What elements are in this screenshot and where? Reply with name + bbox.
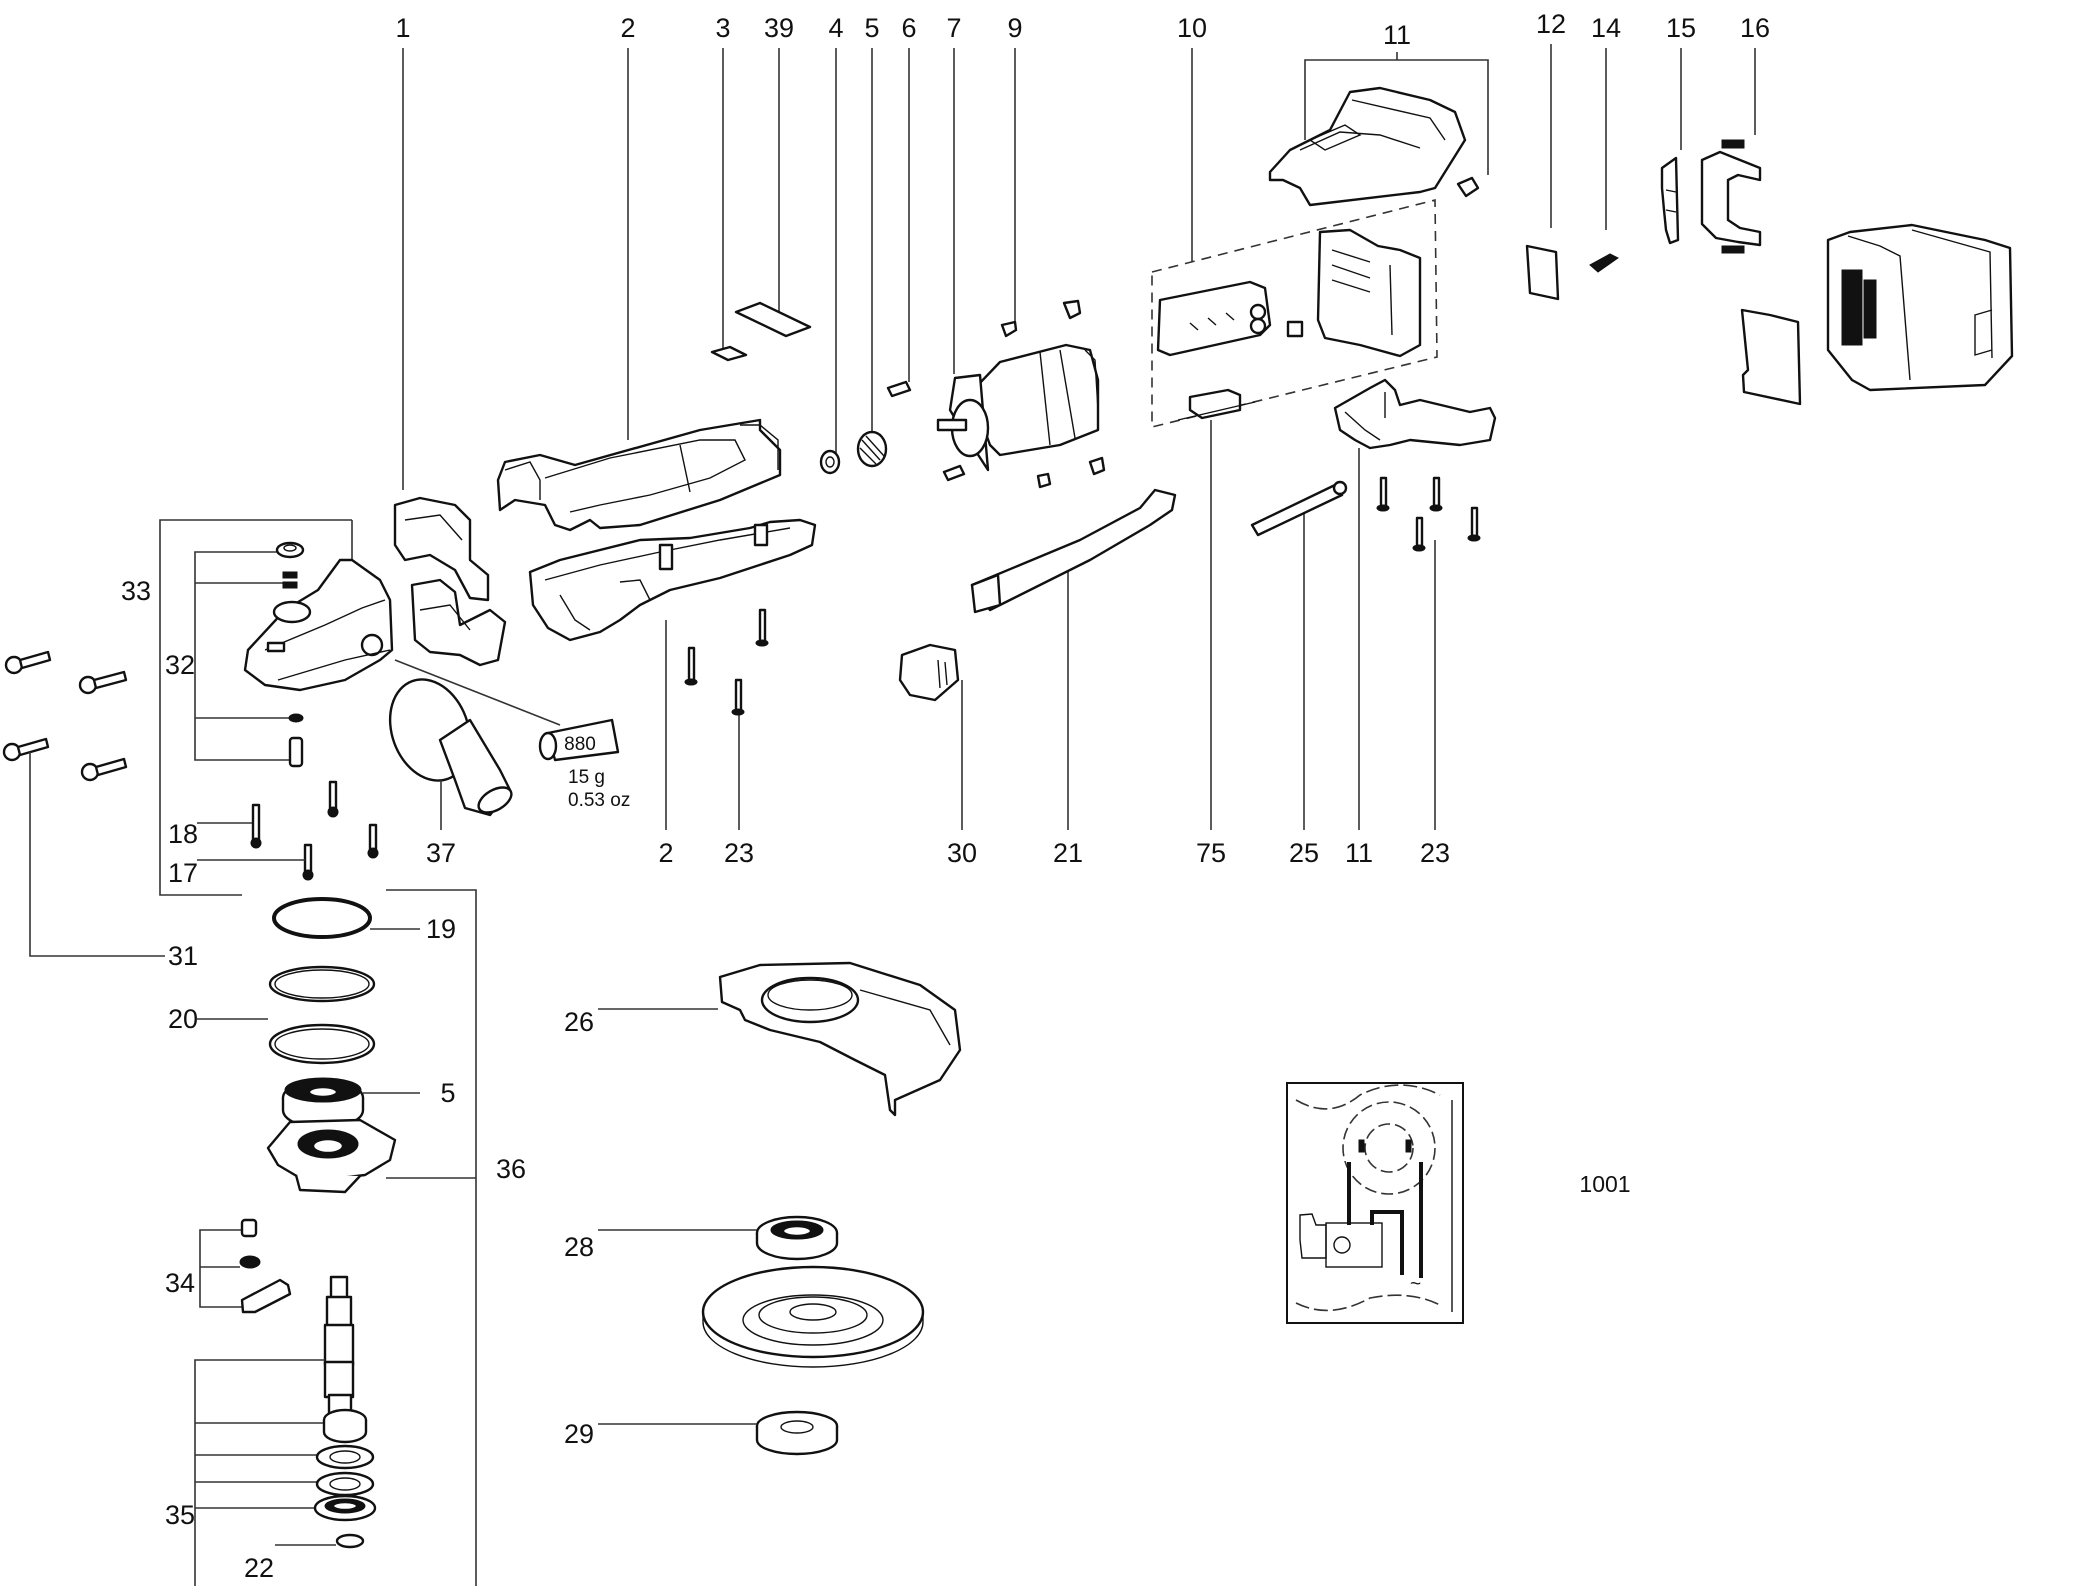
part-11-lower-handle (1333, 378, 1497, 830)
grease-weight-oz: 0.53 oz (568, 790, 630, 811)
middle-callouts: 37 2 23 30 21 75 25 11 23 (426, 510, 1450, 868)
part-33-gear-housing (243, 558, 394, 692)
part-2-lower-housing (528, 518, 817, 642)
part-3-39-labels (710, 301, 812, 362)
callout-5: 5 (864, 13, 879, 43)
callout-33: 33 (121, 576, 151, 606)
callout-30: 30 (947, 838, 977, 868)
grease-weight-g: 15 g (568, 767, 605, 788)
part-32-bearing-spring-washer-pin (275, 541, 305, 768)
part-26-wheel-guard: 26 (564, 961, 962, 1117)
part-5-pinion (856, 430, 888, 468)
callout-31: 31 (168, 941, 198, 971)
callout-34: 34 (165, 1268, 195, 1298)
callout-16: 16 (1740, 13, 1770, 43)
part-grinding-disc (701, 1265, 925, 1368)
part-22-washer: 22 (244, 1533, 365, 1583)
part-28-inner-flange: 28 (564, 1215, 839, 1262)
grease-code: 880 (564, 734, 596, 755)
part-29-clamping-nut: 29 (564, 1410, 839, 1456)
part-battery-connector-plate (1740, 308, 1802, 406)
callout-75: 75 (1196, 838, 1226, 868)
part-1-cover-halves (393, 496, 507, 667)
part-12-label-plate (1525, 244, 1560, 301)
callout-28: 28 (564, 1232, 594, 1262)
screw (78, 670, 128, 695)
screw (80, 757, 128, 782)
callout-36: 36 (496, 1154, 526, 1184)
bracket-33: 33 (121, 519, 353, 896)
part-4-nut (819, 449, 841, 475)
callout-39: 39 (764, 13, 794, 43)
ac-symbol: ~ (1410, 1274, 1421, 1295)
part-6-screws (886, 380, 966, 482)
part-21-switch-rod (970, 488, 1177, 614)
callout-35: 35 (165, 1500, 195, 1530)
callout-1001: 1001 (1579, 1171, 1630, 1197)
callout-23-left: 23 (724, 838, 754, 868)
callout-19: 19 (426, 914, 456, 944)
bracket-32: 32 (165, 551, 292, 761)
callout-11-bottom: 11 (1345, 838, 1373, 868)
part-2-upper-housing (496, 418, 782, 532)
callout-14: 14 (1591, 13, 1621, 43)
callout-22: 22 (244, 1553, 274, 1583)
part-37-side-handle (388, 678, 513, 830)
part-20-rings: 20 (168, 965, 376, 1065)
part-25-spring-pin (1250, 480, 1348, 537)
part-11-upper-cover (1268, 86, 1480, 207)
grease-tube: 880 15 g 0.53 oz (394, 659, 630, 811)
callout-3: 3 (715, 13, 730, 43)
callout-4: 4 (828, 13, 843, 43)
part-30-button (898, 643, 960, 702)
callout-15: 15 (1666, 13, 1696, 43)
callout-32: 32 (165, 650, 195, 680)
callout-2-bottom: 2 (658, 838, 673, 868)
part-34-lock-group: 34 (165, 1218, 292, 1314)
callout-2: 2 (620, 13, 635, 43)
callout-25: 25 (1289, 838, 1319, 868)
callout-11-top: 11 (1383, 20, 1411, 50)
callout-9: 9 (1007, 13, 1022, 43)
callout-21: 21 (1053, 838, 1083, 868)
callout-37: 37 (426, 838, 456, 868)
screw (2, 737, 50, 762)
part-19-o-ring: 19 (272, 897, 456, 944)
callout-29: 29 (564, 1419, 594, 1449)
part-spindle (323, 1275, 355, 1432)
part-9-brush-parts (1000, 299, 1106, 489)
callout-20: 20 (168, 1004, 198, 1034)
part-10-electronics-group (1151, 198, 1438, 429)
callout-1: 1 (395, 13, 410, 43)
part-35-spindle-group: 35 (165, 1359, 377, 1586)
callout-10: 10 (1177, 13, 1207, 43)
callout-5-gear: 5 (440, 1078, 455, 1108)
grease-leader (394, 659, 561, 726)
part-17-18-screws: 18 17 (168, 780, 379, 888)
part-23-screws (684, 476, 1481, 716)
part-bearing-flange (266, 1118, 397, 1194)
bracket-36: 36 (386, 889, 526, 1586)
part-31-screws: 31 (2, 650, 198, 971)
screw (4, 650, 52, 675)
part-7-motor (936, 343, 1100, 472)
part-15-latch (1660, 156, 1680, 245)
callout-26: 26 (564, 1007, 594, 1037)
part-16-battery-clip (1700, 139, 1762, 254)
top-callouts: 1 2 3 39 4 5 6 7 9 10 11 12 14 15 16 (395, 9, 1770, 490)
callout-17: 17 (168, 858, 198, 888)
part-14-spring (1589, 253, 1619, 273)
callout-18: 18 (168, 819, 198, 849)
callout-7: 7 (946, 13, 961, 43)
callout-12: 12 (1536, 9, 1566, 39)
part-75-switch-module (1177, 388, 1256, 830)
wiring-diagram-inset: ~ (1286, 1082, 1464, 1324)
callout-6: 6 (901, 13, 916, 43)
part-battery-pack (1826, 223, 2014, 392)
callout-23-right: 23 (1420, 838, 1450, 868)
